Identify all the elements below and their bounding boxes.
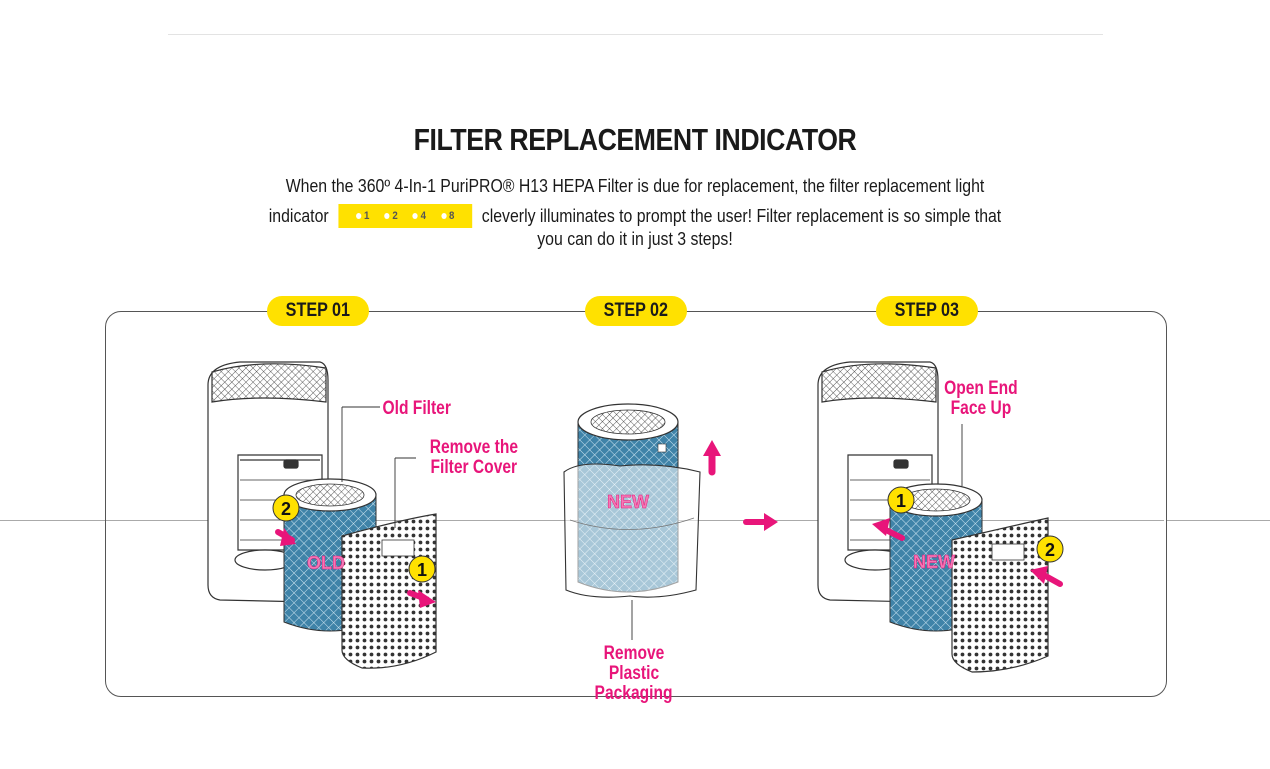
- old-filter-label: OLD: [307, 553, 345, 573]
- arrow-head-icon: [1030, 566, 1048, 584]
- description-continued-text: cleverly illuminates to prompt the user!…: [481, 205, 1002, 226]
- indicator-light-1: 1: [356, 204, 369, 228]
- number-badge-2: 2: [1036, 535, 1064, 563]
- callout-leader-line: [394, 457, 416, 528]
- filter-cover-icon: [341, 513, 437, 669]
- svg-text:1: 1: [417, 560, 427, 580]
- callout-leader-line: [341, 406, 380, 482]
- arrow-head-icon: [872, 518, 890, 536]
- next-step-arrow-icon: [743, 513, 778, 531]
- arrow-head-icon: [280, 528, 296, 546]
- number-badge-1: 1: [887, 486, 915, 514]
- filter-cover-icon: [951, 517, 1049, 673]
- up-arrow-head-icon: [703, 440, 721, 456]
- plastic-packaging-icon: [563, 463, 701, 598]
- step-02-illustration: NEW: [563, 403, 721, 640]
- svg-text:2: 2: [281, 499, 291, 519]
- indicator-light-2: 2: [384, 204, 398, 228]
- step-01-illustration: 2 1 OLD: [207, 361, 437, 669]
- step-01-badge: STEP 01: [267, 296, 369, 326]
- indicator-light-strip: 1 2 4 8: [338, 204, 473, 228]
- indicator-light-8: 8: [441, 204, 454, 228]
- description-indicator-text: indicator: [268, 205, 329, 226]
- description-line-2: indicator 1 2 4 8 cleverly illuminates t…: [76, 204, 1194, 229]
- indicator-light-4: 4: [412, 204, 426, 228]
- description-line-3: you can do it in just 3 steps!: [537, 229, 733, 249]
- number-badge-1: 1: [408, 555, 436, 583]
- new-filter-label: NEW: [607, 492, 649, 512]
- arrow-head-icon: [418, 590, 436, 608]
- description-line-1: When the 360º 4-In-1 PuriPRO® H13 HEPA F…: [285, 176, 985, 196]
- new-filter-label: NEW: [913, 552, 955, 572]
- callout-old-filter: Old Filter: [382, 398, 452, 419]
- step-03-illustration: 1 2 NEW: [817, 361, 1064, 673]
- svg-text:1: 1: [896, 491, 906, 511]
- step-03-badge: STEP 03: [876, 296, 978, 326]
- number-badge-2: 2: [272, 494, 300, 522]
- svg-text:2: 2: [1045, 540, 1055, 560]
- page-title: FILTER REPLACEMENT INDICATOR: [413, 122, 857, 157]
- top-divider: [168, 34, 1103, 35]
- step-02-badge: STEP 02: [585, 296, 687, 326]
